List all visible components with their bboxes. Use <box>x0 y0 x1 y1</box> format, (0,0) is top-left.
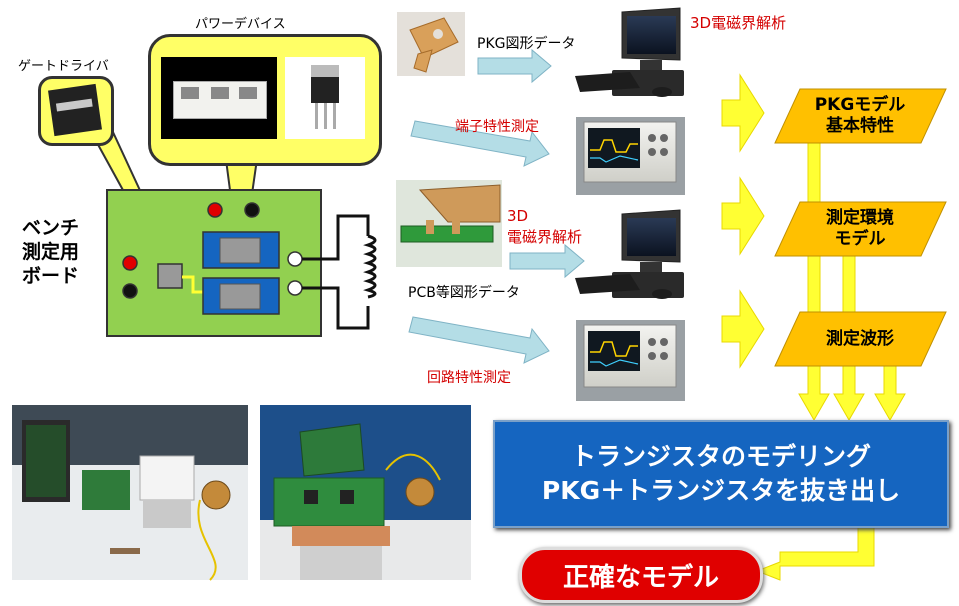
arrow-into-pkg-model <box>721 73 765 153</box>
transistor-upper <box>219 237 261 264</box>
power-device-label: パワーデバイス <box>195 17 286 32</box>
arrow-circuit-measure <box>408 316 550 364</box>
accurate-model-pill: 正確なモデル <box>519 547 763 603</box>
load-wire <box>302 286 370 330</box>
transistor-modeling-box: トランジスタのモデリング PKG＋トランジスタを抜き出し <box>493 420 949 528</box>
terminal-measure-label: 端子特性測定 <box>455 119 539 135</box>
pkg-terminal-photo <box>397 12 465 76</box>
computer-icon <box>575 209 684 299</box>
arrow-pkg-to-em <box>477 48 552 84</box>
pcb-photo <box>396 180 502 267</box>
arrow-terminal-measure <box>410 120 550 167</box>
arrow-to-final <box>755 523 875 581</box>
oscilloscope-photo <box>576 117 685 195</box>
power-module-photo <box>161 57 277 139</box>
gate-driver-callout <box>38 76 114 146</box>
gate-signal-line <box>182 275 203 294</box>
gate-driver-chip <box>157 263 183 289</box>
arrow-into-waveform <box>721 289 765 369</box>
inductor-icon <box>363 234 377 299</box>
em-analysis-top-label: 3D電磁界解析 <box>690 14 787 32</box>
output-terminal <box>287 280 303 296</box>
discrete-transistor-photo <box>285 57 365 139</box>
board-terminal-black <box>244 202 260 218</box>
env-model-shape <box>774 201 947 257</box>
gate-driver-label: ゲートドライバ <box>18 59 109 74</box>
load-wire <box>302 214 370 261</box>
pkg-shape-data-label: PKG図形データ <box>477 36 576 52</box>
env-model-box: 測定環境 モデル <box>826 208 894 249</box>
pcb-shape-data-label: PCB等図形データ <box>408 285 520 301</box>
bench-board-label: ベンチ 測定用 ボード <box>22 217 80 287</box>
transistor-lower <box>219 283 261 310</box>
pkg-model-box: PKGモデル 基本特性 <box>814 95 906 136</box>
computer-icon <box>575 7 684 97</box>
waveform-box: 測定波形 <box>826 328 894 349</box>
circuit-measure-label: 回路特性測定 <box>427 370 511 386</box>
gate-driver-ic-photo <box>48 83 102 137</box>
em-analysis-mid-label: 3D 電磁界解析 <box>507 207 583 246</box>
board-terminal-black <box>122 283 138 299</box>
power-device-callout <box>148 34 382 166</box>
arrow-into-env-model <box>721 176 765 256</box>
oscilloscope-photo <box>576 320 685 401</box>
arrow-down-waveform <box>874 359 906 422</box>
pkg-model-shape <box>774 88 947 144</box>
lab-photo-bench-setup <box>12 405 248 581</box>
arrow-pcb-to-em <box>509 243 585 279</box>
board-terminal-red <box>207 202 223 218</box>
board-terminal-red <box>122 255 138 271</box>
lab-photo-pcb-setup <box>260 405 471 580</box>
arrow-down-pkg <box>798 139 830 422</box>
waveform-shape <box>774 311 947 367</box>
output-terminal <box>287 251 303 267</box>
